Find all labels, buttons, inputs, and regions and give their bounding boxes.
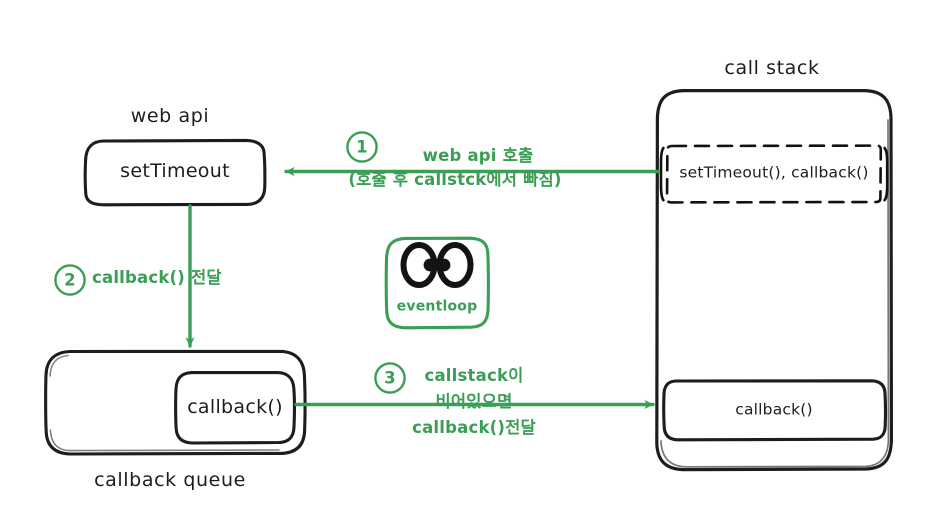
callback-queue-item-box — [174, 371, 296, 445]
event-loop-label: eventloop — [396, 298, 478, 315]
step-3-line-3: callback()전달 — [412, 418, 536, 437]
call-stack-bottom-frame-text: callback() — [735, 400, 813, 419]
web-api-label: web api — [130, 105, 210, 128]
callback-queue-label: callback queue — [94, 469, 246, 492]
step-2-number: 2 — [64, 270, 76, 290]
step-3-badge-circle — [374, 362, 406, 394]
web-api-settimeout-text: setTimeout — [120, 160, 230, 183]
callback-queue-item-text: callback() — [187, 396, 283, 419]
step-2-line-1: callback() 전달 — [92, 268, 222, 287]
call-stack-label: call stack — [724, 57, 820, 80]
call-stack-dashed-frame-text: setTimeout(), callback() — [679, 163, 869, 182]
step-3-number: 3 — [384, 368, 396, 388]
call-stack-frame-callback — [662, 379, 887, 442]
step-2-badge-circle — [54, 264, 86, 296]
event-loop-box — [384, 236, 490, 330]
eyes-icon — [400, 242, 474, 288]
step-1-badge-circle — [346, 131, 378, 163]
step-3-line-1: callstack이 — [424, 366, 524, 385]
call-stack-frame-dashed — [659, 144, 889, 204]
web-api-box — [83, 138, 267, 207]
step-1-number: 1 — [356, 137, 368, 157]
step-3-line-2: 비어있으면 — [435, 392, 513, 411]
step-1-line-2: (호출 후 callstck에서 빠짐) — [348, 170, 562, 189]
step-1-line-1: web api 호출 — [422, 146, 534, 165]
